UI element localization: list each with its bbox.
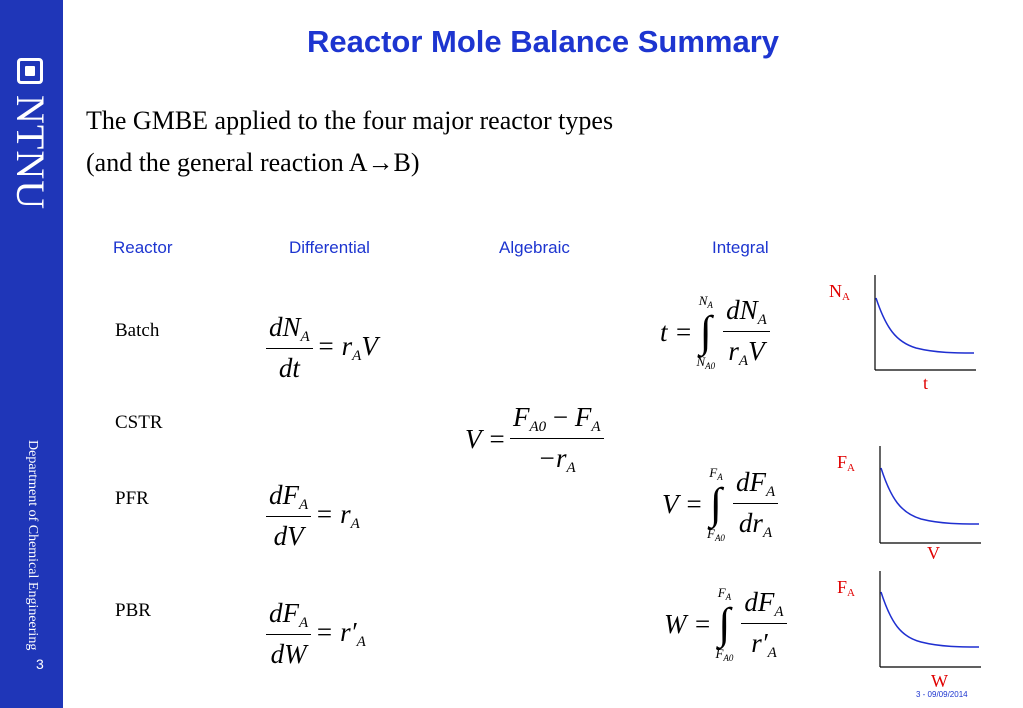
row-label-pfr: PFR bbox=[115, 488, 149, 509]
batch-decay-graph bbox=[874, 275, 976, 371]
arrow-icon: → bbox=[367, 148, 394, 177]
integral-sign: FA ∫ FA0 bbox=[706, 465, 725, 543]
page-number: 3 bbox=[36, 656, 44, 672]
pfr-decay-graph bbox=[879, 446, 981, 544]
brand-name: NTNU bbox=[8, 95, 53, 211]
integral-sign: NA ∫ NA0 bbox=[696, 293, 716, 371]
intro-text: The GMBE applied to the four major react… bbox=[86, 100, 613, 184]
cstr-algebraic-equation: V = FA0 − FA−rA bbox=[465, 402, 608, 477]
pfr-graph-ylabel: FA bbox=[837, 452, 855, 474]
ntnu-logo-icon bbox=[17, 58, 43, 84]
batch-graph-ylabel: NA bbox=[829, 281, 850, 303]
column-header-differential: Differential bbox=[289, 238, 370, 257]
pbr-decay-graph bbox=[879, 571, 981, 668]
batch-graph-xlabel: t bbox=[923, 373, 929, 393]
column-header-algebraic: Algebraic bbox=[499, 238, 570, 257]
row-label-cstr: CSTR bbox=[115, 412, 163, 433]
decay-curve bbox=[880, 467, 980, 525]
department-name: Department of Chemical Engineering bbox=[25, 440, 40, 651]
column-header-integral: Integral bbox=[712, 238, 769, 257]
integral-sign: FA ∫ FA0 bbox=[715, 585, 734, 663]
row-label-pbr: PBR bbox=[115, 600, 151, 621]
row-label-batch: Batch bbox=[115, 320, 160, 341]
sidebar: NTNU Department of Chemical Engineering … bbox=[0, 0, 63, 708]
slide-title: Reactor Mole Balance Summary bbox=[306, 24, 780, 59]
intro-line-2-prefix: (and the general reaction A bbox=[86, 148, 368, 177]
intro-line-2: (and the general reaction A→B) bbox=[86, 142, 613, 184]
intro-line-1: The GMBE applied to the four major react… bbox=[86, 106, 614, 135]
decay-curve bbox=[875, 297, 975, 354]
decay-curve bbox=[880, 591, 980, 648]
pfr-graph-xlabel: V bbox=[927, 543, 940, 563]
column-header-reactor: Reactor bbox=[113, 238, 173, 257]
pbr-graph-xlabel: W bbox=[931, 671, 948, 691]
footer-date: 3 - 09/09/2014 bbox=[916, 690, 968, 699]
pbr-graph-ylabel: FA bbox=[837, 577, 855, 599]
intro-line-2-suffix: B) bbox=[393, 148, 420, 177]
